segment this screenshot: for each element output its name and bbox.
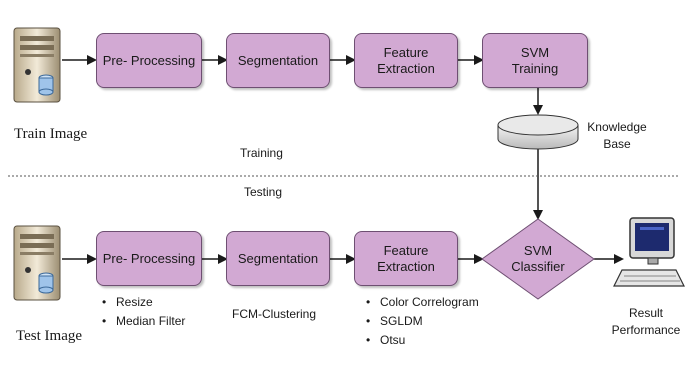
result-performance-label: Result Performance (611, 306, 681, 337)
train-step-svm-training-label: SVM Training (511, 44, 559, 76)
test-step-preprocessing: Pre- Processing (96, 231, 202, 286)
test-server-icon (13, 225, 61, 301)
testing-phase-label: Testing (244, 185, 283, 199)
test-step-feature-extraction-label: Feature Extraction (377, 242, 435, 274)
test-step-preprocessing-label: Pre- Processing (102, 250, 196, 266)
feature-method-item: SGLDM (366, 312, 479, 331)
test-step-segmentation: Segmentation (226, 231, 330, 286)
training-phase-label: Training (240, 146, 283, 160)
test-image-label: Test Image (16, 328, 83, 344)
train-server-icon (13, 27, 61, 103)
segmentation-method-label: FCM-Clustering (232, 307, 317, 321)
train-step-preprocessing-label: Pre- Processing (102, 52, 196, 68)
computer-icon (613, 217, 685, 287)
test-step-feature-extraction: Feature Extraction (354, 231, 458, 286)
train-step-segmentation: Segmentation (226, 33, 330, 88)
knowledge-base-label: Knowledge Base (587, 120, 647, 151)
train-step-preprocessing: Pre- Processing (96, 33, 202, 88)
preprocessing-method-item: Median Filter (102, 312, 185, 331)
preprocessing-method-item: Resize (102, 293, 185, 312)
train-step-svm-training: SVM Training (482, 33, 588, 88)
knowledge-base-icon (497, 114, 579, 150)
feature-method-item: Otsu (366, 331, 479, 350)
train-step-segmentation-label: Segmentation (237, 52, 319, 68)
feature-methods-list: Color Correlogram SGLDM Otsu (366, 293, 479, 350)
preprocessing-methods-list: Resize Median Filter (102, 293, 185, 331)
svm-classifier-diamond (481, 218, 595, 300)
feature-method-item: Color Correlogram (366, 293, 479, 312)
svm-classifier-label: SVM Classifier (511, 243, 565, 274)
train-image-label: Train Image (14, 126, 88, 142)
train-step-feature-extraction-label: Feature Extraction (377, 44, 435, 76)
test-step-segmentation-label: Segmentation (237, 250, 319, 266)
train-step-feature-extraction: Feature Extraction (354, 33, 458, 88)
